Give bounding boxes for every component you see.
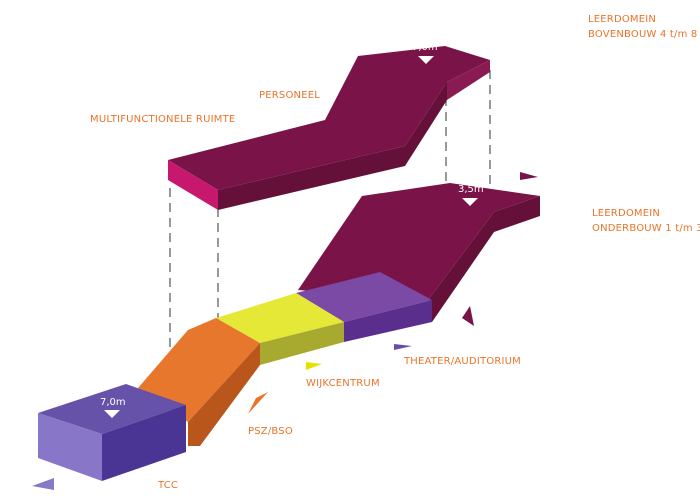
upper-volume-front	[218, 82, 447, 210]
label-wijkcentrum: WIJKCENTRUM	[306, 378, 380, 389]
height-marker-triangle-icon	[462, 198, 478, 206]
label-psz-bso: PSZ/BSO	[248, 426, 293, 437]
psz-front	[188, 343, 260, 446]
upper-volume-personeel	[168, 46, 490, 210]
label-leerdomein-bovenbouw: LEERDOMEIN BOVENBOUW 4 t/m 8	[588, 14, 698, 40]
label-multifunctionele-ruimte: MULTIFUNCTIONELE RUIMTE	[90, 114, 236, 125]
upper-volume-top	[168, 46, 490, 190]
height-marker-triangle-icon	[418, 56, 434, 64]
entrance-arrow-theater-icon	[394, 344, 412, 350]
entrance-arrow-tcc-icon	[32, 478, 54, 490]
entrance-arrow-theater-side-icon	[462, 306, 474, 326]
tcc-front	[38, 413, 102, 481]
height-label-upper: 7,0m	[412, 42, 438, 53]
height-marker-middle: 3,5m	[458, 184, 484, 206]
entrance-arrow-psz-icon	[248, 392, 268, 414]
psz-top	[138, 318, 260, 422]
psz-volume	[138, 318, 260, 446]
upper-volume-end-face	[168, 160, 218, 210]
height-marker-triangle-icon	[104, 410, 120, 418]
height-marker-tcc: 7,0m	[100, 397, 126, 418]
label-theater-auditorium: THEATER/AUDITORIUM	[404, 356, 521, 367]
height-label-middle: 3,5m	[458, 184, 484, 195]
middle-volume-front	[428, 196, 540, 322]
tcc-volume	[38, 384, 186, 481]
label-personeel: PERSONEEL	[259, 90, 321, 101]
tcc-top	[38, 384, 186, 434]
theater-top	[296, 272, 432, 322]
entrance-arrow-wijkcentrum-icon	[306, 362, 322, 370]
wijkcentrum-front	[260, 322, 344, 365]
tcc-side	[102, 405, 186, 481]
wijkcentrum-top	[216, 293, 344, 343]
label-tcc: TCC	[158, 480, 179, 491]
middle-volume-onderbouw	[298, 183, 540, 322]
entrance-arrow-onderbouw-icon	[520, 172, 538, 180]
height-label-tcc: 7,0m	[100, 397, 126, 408]
middle-volume-top	[298, 183, 540, 300]
label-leerdomein-onderbouw: LEERDOMEIN ONDERBOUW 1 t/m 3	[592, 208, 700, 234]
wijkcentrum-volume	[216, 293, 344, 365]
theater-front	[344, 300, 432, 342]
height-marker-upper: 7,0m	[412, 42, 438, 64]
theater-volume	[296, 272, 432, 342]
upper-volume-side	[447, 60, 490, 100]
